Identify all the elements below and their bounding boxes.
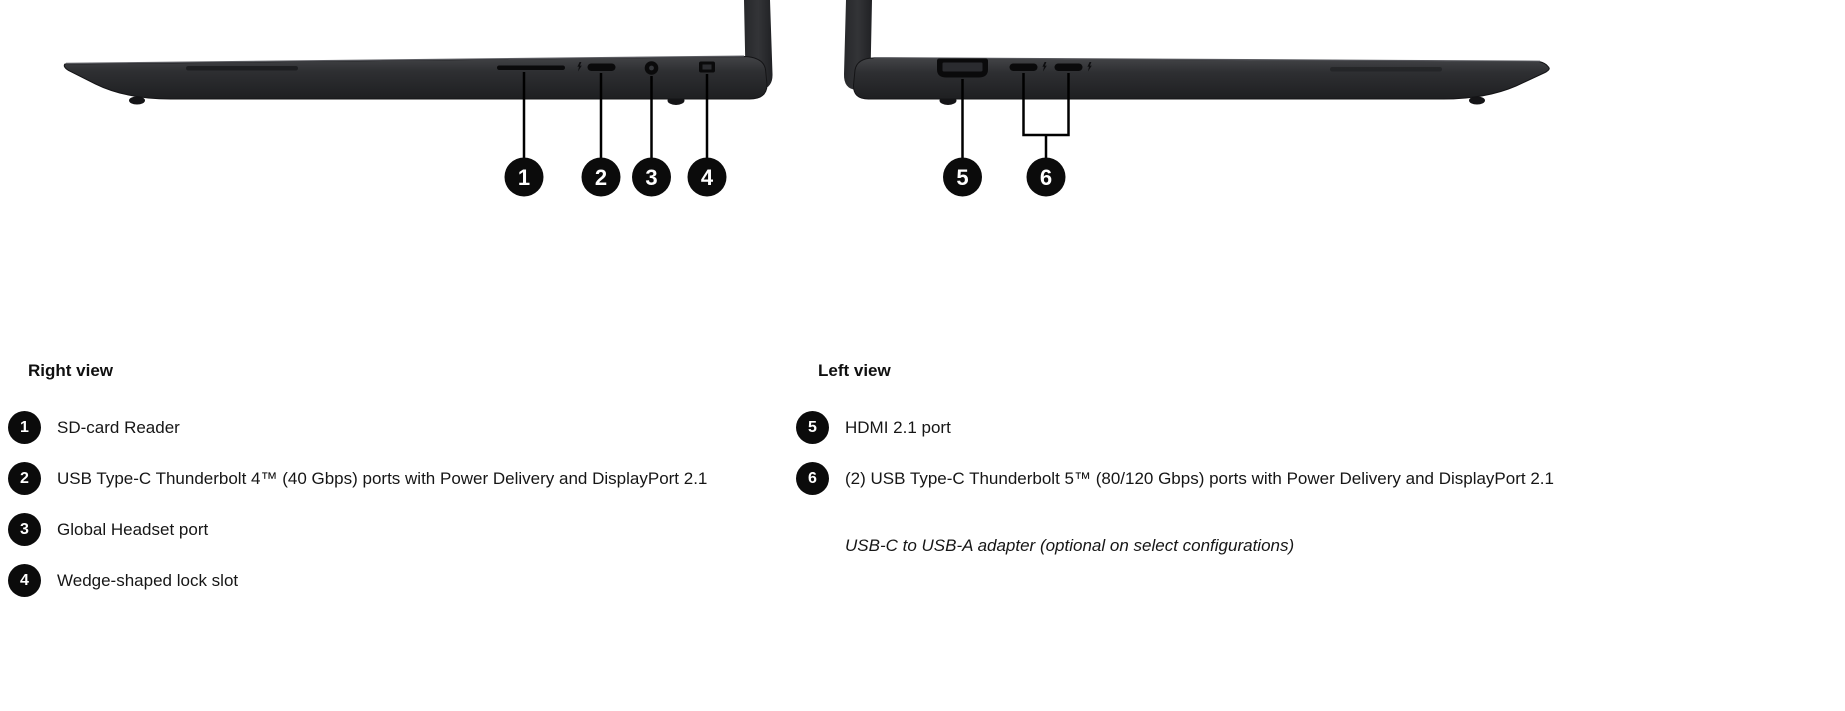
callout-number: 1 — [518, 165, 530, 190]
callout-circle — [687, 157, 727, 197]
legend-item: 1 SD-card Reader — [8, 411, 788, 444]
callout-circle — [1026, 157, 1066, 197]
callout-circle — [581, 157, 621, 197]
sd-card-slot — [497, 65, 565, 70]
adapter-note: USB-C to USB-A adapter (optional on sele… — [845, 536, 1295, 555]
legend-item: 4 Wedge-shaped lock slot — [8, 564, 788, 597]
legend-item: 2 USB Type-C Thunderbolt 4™ (40 Gbps) po… — [8, 462, 788, 495]
callout-number: 4 — [701, 165, 714, 190]
right-view-legend: Right view 1 SD-card Reader 2 USB Type-C… — [8, 360, 788, 615]
laptop-top-edge-highlight — [873, 57, 1541, 62]
laptop-left-view-illustration — [843, 0, 1550, 105]
lock-slot-inner — [702, 64, 712, 70]
callout-number: 5 — [956, 165, 968, 190]
callout-4: 4 — [687, 74, 727, 197]
callout-2: 2 — [581, 73, 621, 197]
legend-item: 6 (2) USB Type-C Thunderbolt 5™ (80/120 … — [796, 462, 1836, 495]
laptop-foot — [129, 96, 145, 105]
left-view-title: Left view — [818, 361, 891, 380]
laptop-right-view-illustration — [63, 0, 773, 105]
callout-circle — [943, 157, 982, 197]
callout-1: 1 — [504, 72, 544, 197]
callout-5: 5 — [943, 79, 982, 197]
callout-6: 6 — [1022, 73, 1070, 197]
usb-c-port — [1054, 63, 1083, 71]
callout-3: 3 — [632, 76, 671, 197]
legend-item-label: HDMI 2.1 port — [845, 418, 951, 437]
vent-slot — [1330, 67, 1442, 72]
callout-circle — [504, 157, 544, 197]
legend-number-badge: 6 — [796, 462, 829, 495]
legend-number-badge: 2 — [8, 462, 41, 495]
usb-c-port — [1009, 63, 1038, 71]
laptop-foot — [1469, 96, 1485, 105]
callout-circle — [632, 157, 671, 197]
legend-item-label: (2) USB Type-C Thunderbolt 5™ (80/120 Gb… — [845, 469, 1554, 488]
vent-slot — [186, 66, 298, 71]
right-view-title: Right view — [28, 361, 114, 380]
legend-item-label: Wedge-shaped lock slot — [57, 571, 239, 590]
headset-jack-inner — [649, 65, 654, 71]
legend-item-label: USB Type-C Thunderbolt 4™ (40 Gbps) port… — [57, 469, 708, 488]
legend-number-badge: 4 — [8, 564, 41, 597]
legend-item: 3 Global Headset port — [8, 513, 788, 546]
legend-item-label: SD-card Reader — [57, 418, 180, 437]
legend-number-badge: 1 — [8, 411, 41, 444]
legend-number-badge: 3 — [8, 513, 41, 546]
left-view-legend: Left view 5 HDMI 2.1 port 6 (2) USB Type… — [796, 360, 1836, 556]
laptop-top-edge-highlight — [65, 55, 745, 65]
legend-item-label: Global Headset port — [57, 520, 209, 539]
legend-item: 5 HDMI 2.1 port — [796, 411, 1836, 444]
laptop-ports-diagram: 1 2 3 4 5 6 — [63, 0, 1550, 197]
callout-number: 3 — [645, 165, 657, 190]
callout-number: 6 — [1040, 165, 1052, 190]
usb-c-port — [587, 63, 616, 71]
callout-number: 2 — [595, 165, 607, 190]
legend-number-badge: 5 — [796, 411, 829, 444]
hdmi-port-inner — [942, 62, 983, 72]
